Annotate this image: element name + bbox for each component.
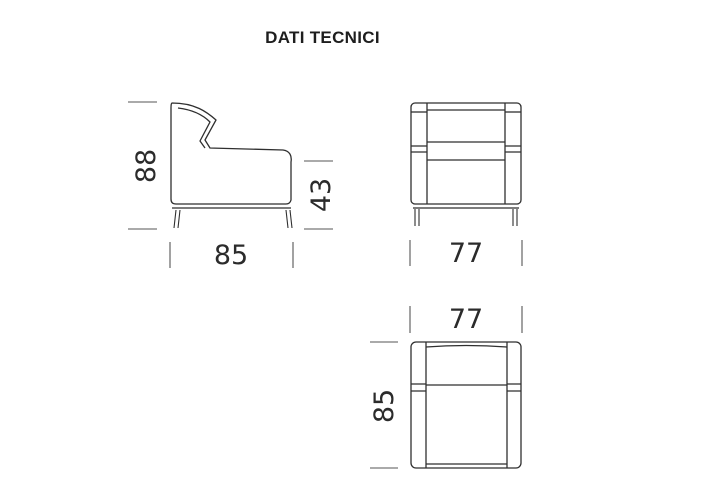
side-view-dimensions	[128, 101, 333, 268]
front-view-armchair	[410, 102, 522, 226]
section-title: DATI TECNICI	[265, 28, 380, 47]
top-view-armchair	[410, 341, 522, 469]
top-depth-label: 85	[369, 389, 400, 423]
side-view-armchair	[170, 102, 293, 229]
side-depth-label: 85	[214, 240, 248, 271]
top-view-dimensions-depth	[370, 341, 398, 469]
top-width-label: 77	[449, 304, 483, 335]
front-view-dimensions	[409, 240, 523, 266]
top-view-dimensions-width	[409, 306, 523, 333]
side-seat-height-label: 43	[306, 178, 337, 212]
front-width-label: 77	[449, 238, 483, 269]
side-height-label: 88	[131, 149, 162, 183]
